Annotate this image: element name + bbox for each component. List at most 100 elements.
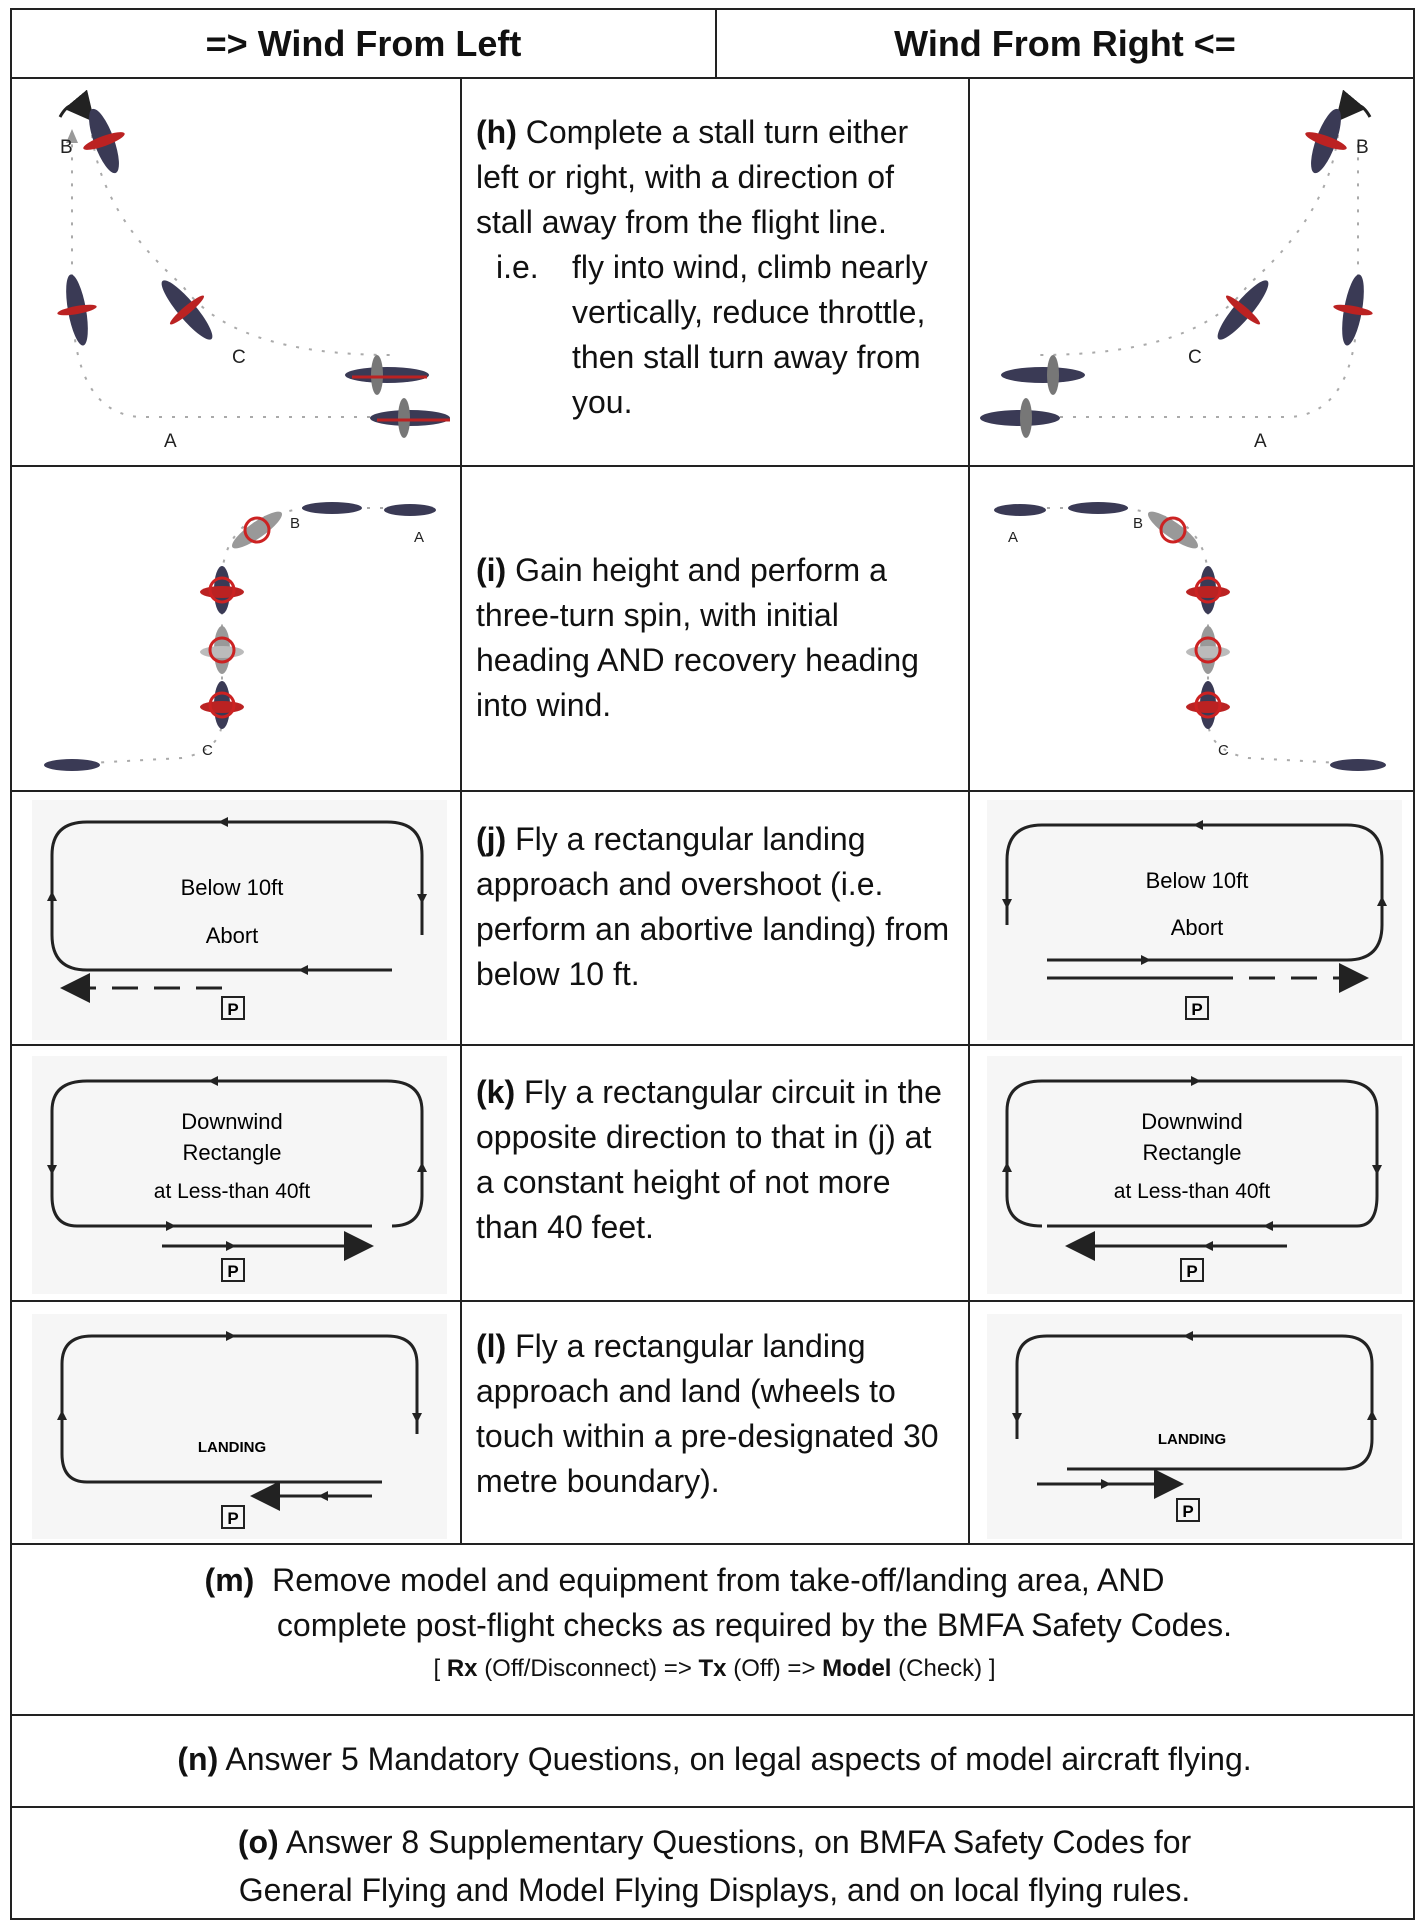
seq-model-note: (Check) ] bbox=[898, 1655, 996, 1682]
label-c: C bbox=[232, 347, 246, 368]
row-n-description: Answer 5 Mandatory Questions, on legal a… bbox=[225, 1741, 1252, 1777]
row-h-ie-label: i.e. bbox=[496, 249, 539, 285]
row-l-tag: (l) bbox=[476, 1328, 507, 1364]
p-marker: P bbox=[1186, 1262, 1197, 1281]
diagram-line2: Abort bbox=[1171, 915, 1224, 940]
downwind-circuit-diagram-left: Downwind Rectangle at Less-than 40ft P bbox=[32, 1056, 447, 1294]
row-h-text: (h) Complete a stall turn either left or… bbox=[460, 110, 968, 425]
plane-icon bbox=[1148, 511, 1198, 549]
plane-icon bbox=[83, 108, 125, 174]
landing-circuit-diagram-right: LANDING P bbox=[987, 1314, 1402, 1539]
label-a: A bbox=[164, 431, 177, 452]
label-c: C bbox=[1188, 347, 1202, 368]
p-marker: P bbox=[227, 1509, 238, 1528]
row-k-text: (k) Fly a rectangular circuit in the opp… bbox=[460, 1070, 968, 1250]
seq-rx: Rx bbox=[446, 1655, 478, 1682]
row-o-text: (o) Answer 8 Supplementary Questions, on… bbox=[12, 1818, 1415, 1914]
row-o-tag: (o) bbox=[237, 1824, 279, 1860]
stall-turn-diagram-right: B C A bbox=[980, 89, 1373, 452]
plane-icon bbox=[1330, 759, 1386, 771]
row-m-sequence: [ Rx (Off/Disconnect) => Tx (Off) => Mod… bbox=[28, 1652, 1401, 1686]
label-a: A bbox=[414, 529, 424, 546]
diagram-line3: at Less-than 40ft bbox=[154, 1180, 311, 1203]
diagram-line2: Rectangle bbox=[182, 1140, 281, 1165]
diagram-line2: Rectangle bbox=[1142, 1140, 1241, 1165]
plane-icon bbox=[1068, 502, 1128, 514]
p-marker: P bbox=[227, 1000, 238, 1019]
plane-icon bbox=[232, 511, 282, 549]
row-k-tag: (k) bbox=[476, 1074, 516, 1110]
spin-diagram-left: B A C bbox=[44, 502, 436, 771]
p-marker: P bbox=[1182, 1502, 1193, 1521]
plane-icon bbox=[1217, 280, 1269, 340]
row-l-description: Fly a rectangular landing approach and l… bbox=[476, 1328, 939, 1499]
plane-icon bbox=[44, 759, 100, 771]
row-i-text: (i) Gain height and perform a three-turn… bbox=[460, 548, 968, 728]
diagram-line3: at Less-than 40ft bbox=[1114, 1180, 1271, 1203]
p-marker: P bbox=[227, 1262, 238, 1281]
row-h-ie: i.e. fly into wind, climb nearly vertica… bbox=[496, 245, 954, 425]
seq-tx: Tx bbox=[698, 1655, 727, 1682]
row-h-ie-text: fly into wind, climb nearly vertically, … bbox=[572, 249, 928, 420]
plane-icon bbox=[1333, 274, 1373, 346]
plane-icon bbox=[161, 280, 213, 340]
row-m-line2: complete post-flight checks as required … bbox=[276, 1607, 1233, 1643]
plane-icon bbox=[370, 398, 450, 438]
plane-icon bbox=[1186, 626, 1230, 674]
plane-icon bbox=[1001, 355, 1085, 395]
header-wind-left: => Wind From Left bbox=[205, 22, 522, 64]
header-wind-right: Wind From Right <= bbox=[894, 22, 1236, 64]
label-b: B bbox=[1133, 515, 1143, 532]
row-l-text: (l) Fly a rectangular landing approach a… bbox=[460, 1324, 968, 1504]
plane-icon bbox=[345, 355, 429, 395]
label-b: B bbox=[60, 137, 73, 158]
diagram-line1: LANDING bbox=[1158, 1431, 1226, 1448]
abort-circuit-diagram-right: Below 10ft Abort P bbox=[987, 800, 1402, 1040]
row-n-text: (n) Answer 5 Mandatory Questions, on leg… bbox=[12, 1737, 1415, 1782]
landing-circuit-diagram-left: LANDING P bbox=[32, 1314, 447, 1539]
row-o-line1-text: Answer 8 Supplementary Questions, on BMF… bbox=[285, 1824, 1192, 1860]
label-c: C bbox=[202, 742, 213, 759]
label-a: A bbox=[1254, 431, 1267, 452]
row-h-description: Complete a stall turn either left or rig… bbox=[476, 114, 909, 240]
downwind-circuit-diagram-right: Downwind Rectangle at Less-than 40ft P bbox=[987, 1056, 1402, 1294]
manoeuvre-table: => Wind From Left Wind From Right <= (h)… bbox=[10, 8, 1415, 1920]
label-c: C bbox=[1218, 742, 1229, 759]
row-h-tag: (h) bbox=[476, 114, 517, 150]
plane-icon bbox=[384, 504, 436, 516]
diagram-line1: Below 10ft bbox=[181, 875, 284, 900]
seq-open: [ bbox=[433, 1655, 441, 1682]
label-b: B bbox=[290, 515, 300, 532]
plane-icon bbox=[994, 504, 1046, 516]
row-m-line1: (m) Remove model and equipment from take… bbox=[28, 1558, 1401, 1603]
abort-circuit-diagram-left: Below 10ft Abort P bbox=[32, 800, 447, 1040]
row-n-tag: (n) bbox=[177, 1741, 219, 1777]
diagram-line1: Downwind bbox=[1141, 1109, 1243, 1134]
plane-icon bbox=[980, 398, 1060, 438]
row-i-description: Gain height and perform a three-turn spi… bbox=[476, 552, 919, 723]
seq-rx-note: (Off/Disconnect) => bbox=[484, 1655, 692, 1682]
row-m-line1-text: Remove model and equipment from take-off… bbox=[272, 1562, 1165, 1598]
seq-model: Model bbox=[822, 1655, 892, 1682]
row-m-tag: (m) bbox=[204, 1562, 255, 1598]
plane-icon bbox=[200, 566, 244, 614]
row-j-text: (j) Fly a rectangular landing approach a… bbox=[460, 817, 968, 997]
label-b: B bbox=[1356, 137, 1369, 158]
seq-tx-note: (Off) => bbox=[733, 1655, 816, 1682]
stall-turn-diagram-left: B C A bbox=[57, 89, 450, 452]
row-o-line2: General Flying and Model Flying Displays… bbox=[238, 1872, 1191, 1908]
plane-icon bbox=[1186, 566, 1230, 614]
plane-icon bbox=[57, 274, 97, 346]
row-j-description: Fly a rectangular landing approach and o… bbox=[476, 821, 950, 992]
p-marker: P bbox=[1191, 1000, 1202, 1019]
label-a: A bbox=[1008, 529, 1018, 546]
diagram-line2: Abort bbox=[206, 923, 259, 948]
row-j-tag: (j) bbox=[476, 821, 507, 857]
plane-icon bbox=[200, 626, 244, 674]
diagram-line1: Downwind bbox=[181, 1109, 283, 1134]
row-k-description: Fly a rectangular circuit in the opposit… bbox=[476, 1074, 942, 1245]
row-i-tag: (i) bbox=[476, 552, 507, 588]
diagram-line1: LANDING bbox=[198, 1439, 266, 1456]
plane-icon bbox=[1305, 108, 1347, 174]
diagram-line1: Below 10ft bbox=[1146, 868, 1249, 893]
